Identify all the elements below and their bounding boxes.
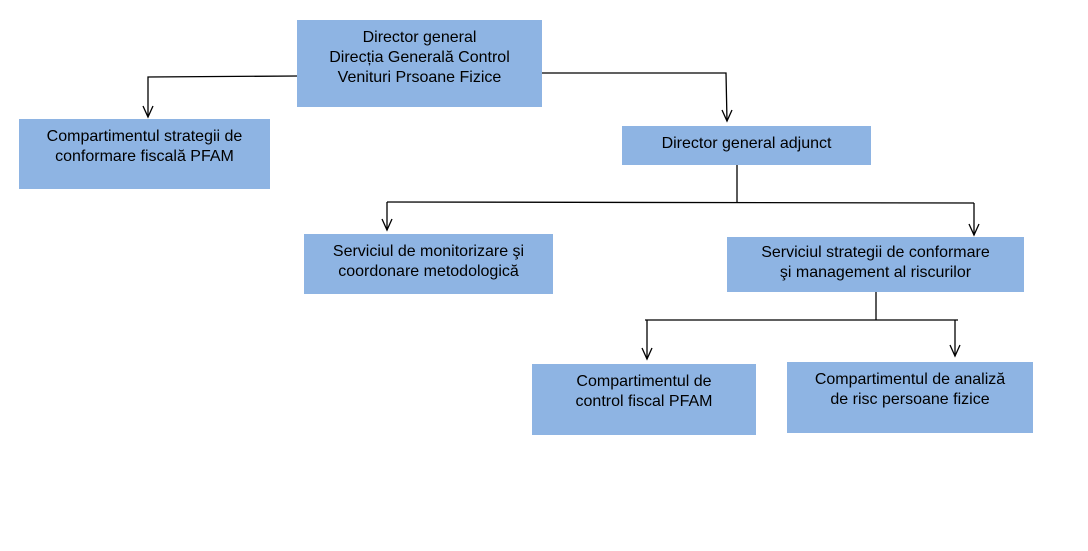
arrowhead-adjunct	[721, 109, 733, 123]
node-compartiment-analiza: Compartimentul de analiză de risc persoa…	[787, 362, 1033, 433]
arrowhead-serviciul-monitorizare	[381, 218, 393, 232]
node-compartiment-strategii-line2: conformare fiscală PFAM	[55, 148, 234, 165]
node-director-general: Director general Direcția Generală Contr…	[297, 20, 542, 107]
node-director-adjunct-line1: Director general adjunct	[661, 135, 832, 152]
node-compartiment-strategii-line1: Compartimentul strategii de	[46, 128, 243, 145]
node-director-general-line3: Venituri Prsoane Fizice	[337, 69, 502, 86]
node-compartiment-strategii: Compartimentul strategii de conformare f…	[19, 119, 270, 189]
arrowhead-compartiment-strategii	[142, 105, 154, 119]
connector-director-to-compartiment-strategii	[147, 75, 299, 116]
node-serviciul-strategii-line2: şi management al riscurilor	[779, 264, 972, 281]
node-director-general-line1: Director general	[362, 29, 477, 46]
node-compartiment-analiza-line2: de risc persoane fizice	[830, 391, 990, 408]
node-serviciul-monitorizare-line1: Serviciul de monitorizare şi	[332, 243, 525, 260]
node-director-general-line2: Direcția Generală Control	[329, 49, 510, 66]
node-serviciul-monitorizare-line2: coordonare metodologică	[338, 263, 519, 280]
node-compartiment-control: Compartimentul de control fiscal PFAM	[532, 364, 756, 435]
node-serviciul-strategii: Serviciul strategii de conformare şi man…	[727, 237, 1024, 292]
node-serviciul-monitorizare: Serviciul de monitorizare şi coordonare …	[304, 234, 553, 294]
arrowhead-compartiment-control	[641, 347, 653, 361]
node-serviciul-strategii-line1: Serviciul strategii de conformare	[761, 244, 990, 261]
node-compartiment-control-line1: Compartimentul de	[576, 373, 712, 390]
connector-director-to-adjunct	[541, 72, 728, 122]
connector-level3-bar	[386, 201, 975, 204]
arrowhead-serviciul-strategii	[968, 223, 980, 237]
node-compartiment-control-line2: control fiscal PFAM	[575, 393, 713, 410]
node-director-adjunct: Director general adjunct	[622, 126, 871, 165]
node-compartiment-analiza-line1: Compartimentul de analiză	[814, 371, 1006, 388]
arrowhead-compartiment-analiza	[949, 344, 961, 358]
